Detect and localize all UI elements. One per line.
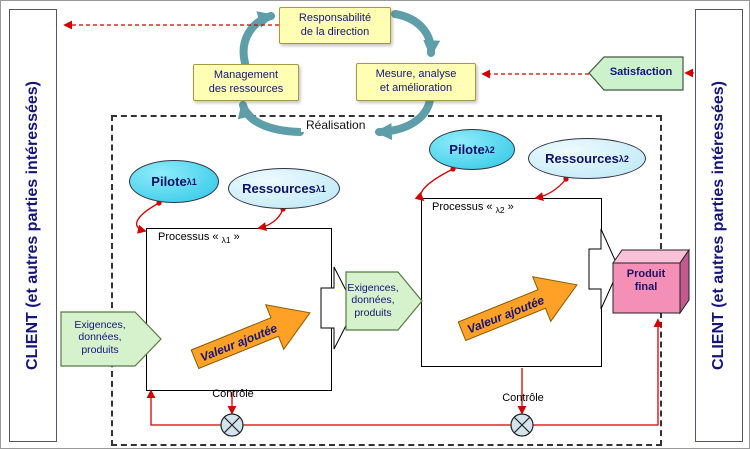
flow-arrow-process2-out [588,228,620,310]
input-flow-arrow [60,311,162,367]
control-feedback-line [146,318,663,426]
pilote2-link [414,168,454,202]
flow-arrow-process1-out [320,266,356,350]
control-node-1 [220,413,244,437]
pilote1-link [135,202,160,234]
satisfaction-label: Satisfaction [609,66,673,78]
pilote1-sub: λ1 [186,176,197,187]
process2-title-suffix: » [504,201,514,213]
value-arrow-shape [190,304,311,370]
client-bar-left-label: CLIENT (et autres parties intéressées) [24,81,41,370]
pilote2-sub: λ2 [484,144,495,155]
mesure-analyse-box: Mesure, analyse et amélioration [356,63,476,101]
ressources2-sub: λ2 [618,153,629,164]
pilote2-label: Pilote [449,142,485,157]
controle1-label: Contrôle [212,388,254,400]
management-ressources-box: Management des ressources [193,64,299,101]
process2-title-prefix: Processus « [432,201,496,213]
responsabilite-direction-box: Responsabilité de la direction [279,7,391,44]
controle2-label: Contrôle [502,392,544,404]
satisfaction-arrow-shape [588,56,684,91]
input-flow-label: Exigences, données, produits [74,319,126,356]
cycle-arrow-top-right [391,10,441,58]
ressources2-link [534,178,567,201]
ressources1-sub: λ1 [315,183,326,194]
ressources1-label: Ressources [242,181,316,196]
cycle-arrow-bottom-right [374,96,434,140]
produit-final-label: Produit final [626,268,666,294]
pilote1-label: Pilote [151,174,187,189]
cube-front-face [612,262,681,314]
process1-title-suffix: » [230,231,240,243]
value-added-arrow-1: Valeur ajoutée [190,304,311,370]
value-arrow-shape [457,276,578,342]
cube-top-face [612,249,690,264]
cycle-arrow-top-left [239,11,276,67]
intermediate-flow-arrow [345,271,423,331]
value-added-arrow-2: Valeur ajoutée [457,276,578,342]
ressources2-label: Ressources [545,151,619,166]
process2-title-sub: λ2 [495,205,505,216]
client-bar-left: CLIENT (et autres parties intéressées) [9,9,57,442]
intermediate-flow-label: Exigences, données, produits [347,282,399,319]
process1-title-prefix: Processus « [158,231,222,243]
cycle-arrow-bottom-left [237,100,304,136]
client-bar-right: CLIENT (et autres parties intéressées) [695,9,743,442]
process1-title: Processus « λ1 » [158,231,240,245]
produit-final-cube [612,248,690,315]
ressources1-link [257,208,284,231]
control-node-2 [510,413,534,437]
process2-title: Processus « λ2 » [432,201,514,215]
realisation-label: Réalisation [301,118,371,132]
process1-title-sub: λ1 [221,235,231,246]
client-bar-right-label: CLIENT (et autres parties intéressées) [710,81,727,370]
